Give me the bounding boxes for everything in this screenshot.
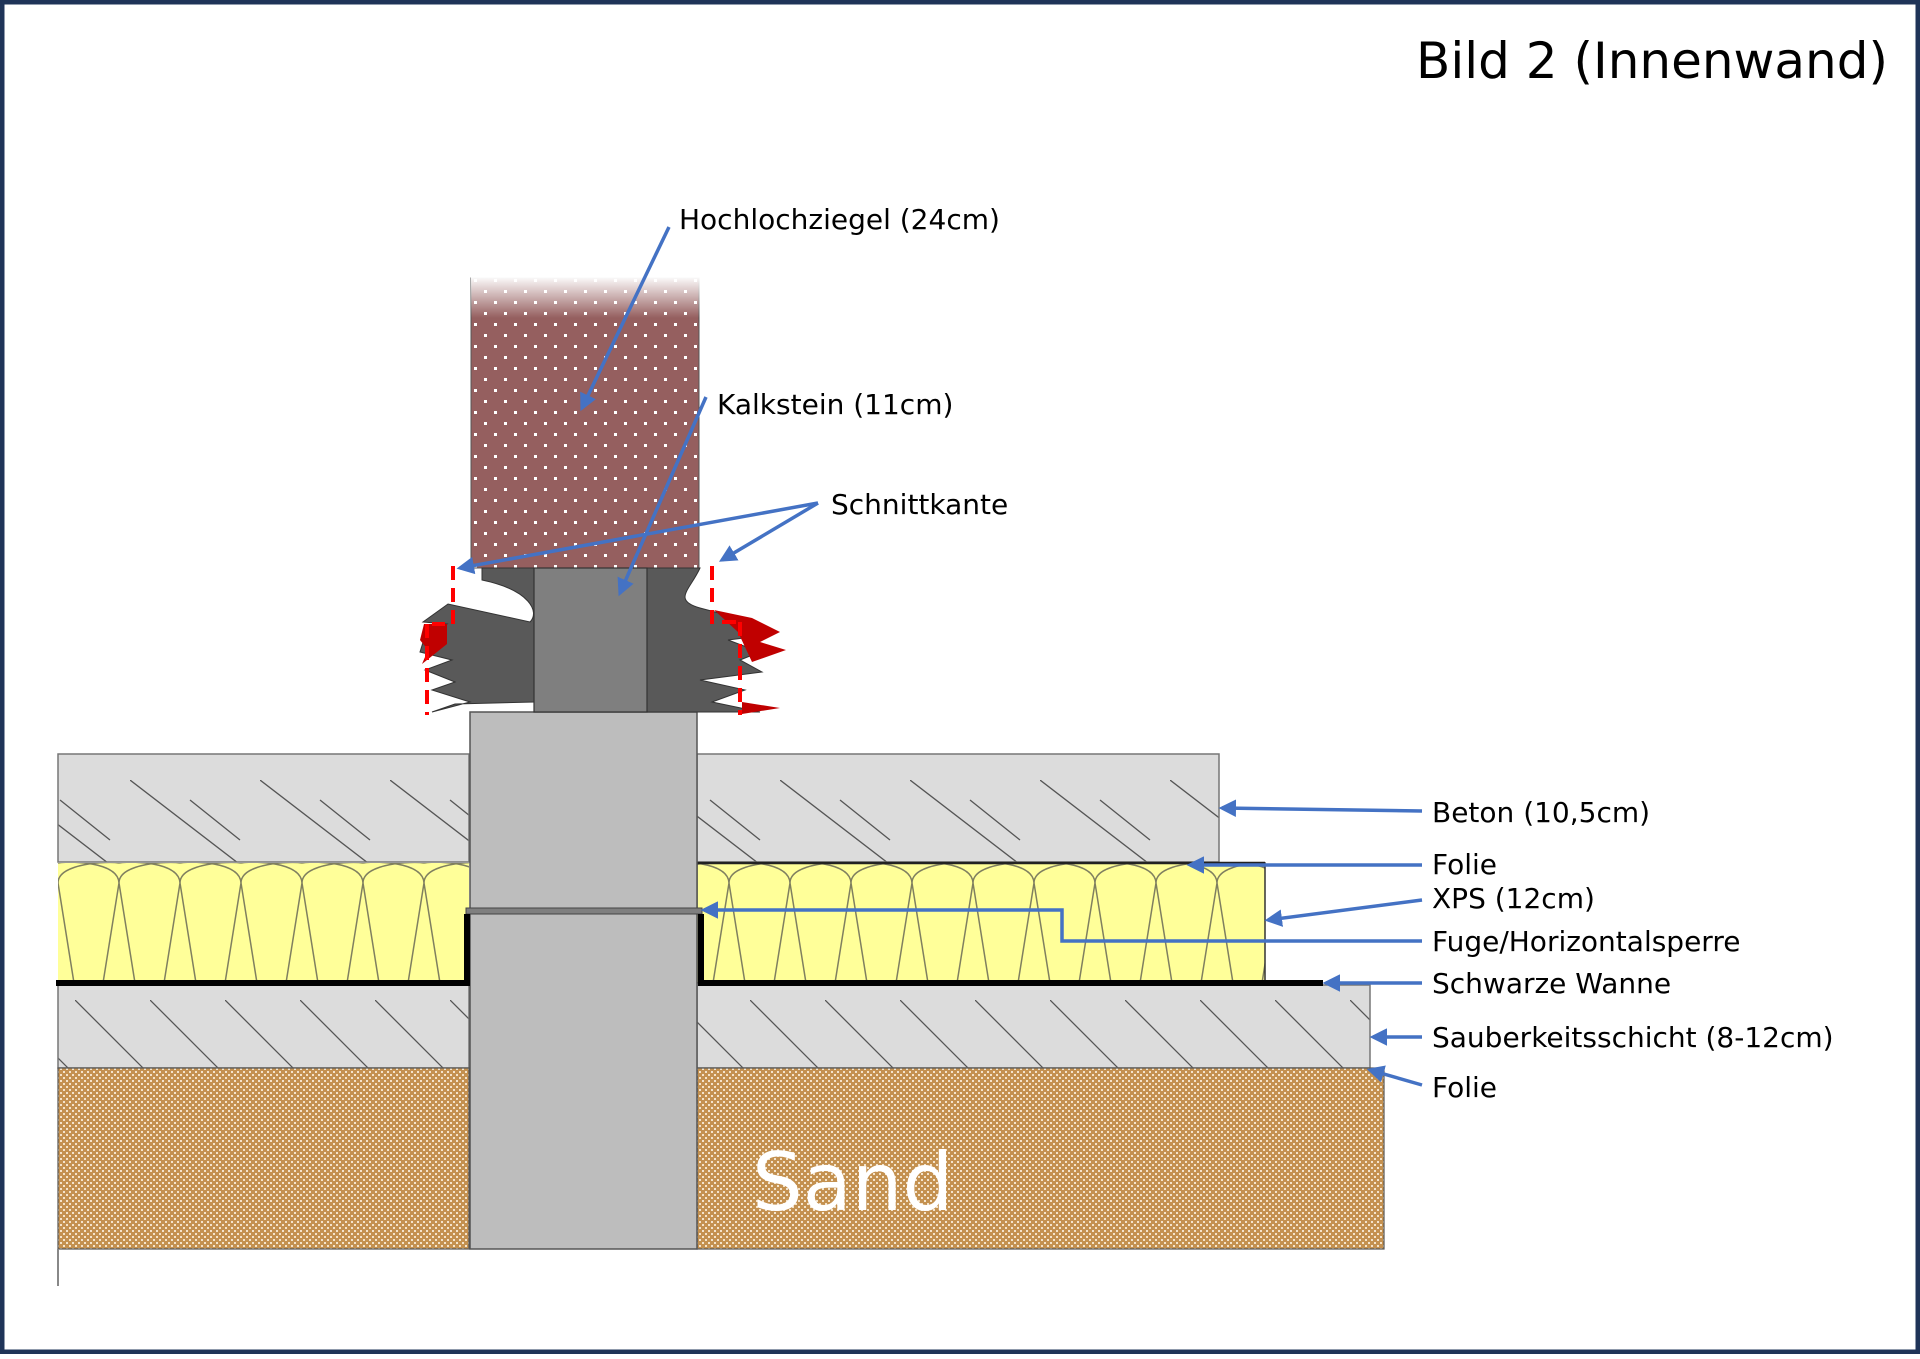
sand-label: Sand bbox=[752, 1136, 953, 1229]
label-folie-bottom: Folie bbox=[1432, 1071, 1497, 1104]
schnittkante-lines bbox=[425, 566, 742, 715]
arrow-fuge bbox=[700, 901, 1422, 943]
arrow-folie-bottom bbox=[1366, 1065, 1423, 1087]
annotation-arrows bbox=[456, 226, 1423, 1087]
kalkstein-block bbox=[533, 567, 648, 713]
arrow-kalkstein bbox=[617, 396, 708, 597]
beton-layer bbox=[57, 753, 1220, 863]
arrow-xps bbox=[1264, 898, 1423, 927]
label-hochlochziegel: Hochlochziegel (24cm) bbox=[679, 203, 1000, 236]
schwarze-wanne-left bbox=[56, 914, 470, 986]
diagram-title: Bild 2 (Innenwand) bbox=[1416, 32, 1888, 90]
label-schwarze-wanne: Schwarze Wanne bbox=[1432, 967, 1671, 1000]
label-beton: Beton (10,5cm) bbox=[1432, 796, 1650, 829]
label-kalkstein: Kalkstein (11cm) bbox=[717, 388, 953, 421]
sauberkeitsschicht-layer bbox=[57, 984, 1371, 1069]
label-schnittkante: Schnittkante bbox=[831, 488, 1008, 521]
label-xps: XPS (12cm) bbox=[1432, 882, 1595, 915]
arrow-beton bbox=[1218, 799, 1423, 817]
sand-layer: Sand bbox=[57, 1067, 1385, 1250]
arrow-hochlochziegel bbox=[580, 226, 671, 412]
foundation-column bbox=[469, 711, 698, 1250]
schwarze-wanne-right bbox=[698, 914, 1323, 986]
label-folie-top: Folie bbox=[1432, 848, 1497, 881]
label-sauberkeitsschicht: Sauberkeitsschicht (8-12cm) bbox=[1432, 1021, 1834, 1054]
fuge-horizontalsperre bbox=[465, 907, 703, 915]
xps-layer bbox=[58, 861, 1266, 984]
hochlochziegel-wall bbox=[470, 276, 701, 569]
arrow-schnittkante-right bbox=[718, 501, 819, 562]
label-fuge: Fuge/Horizontalsperre bbox=[1432, 925, 1740, 958]
arrow-schnittkante-left bbox=[456, 501, 819, 575]
